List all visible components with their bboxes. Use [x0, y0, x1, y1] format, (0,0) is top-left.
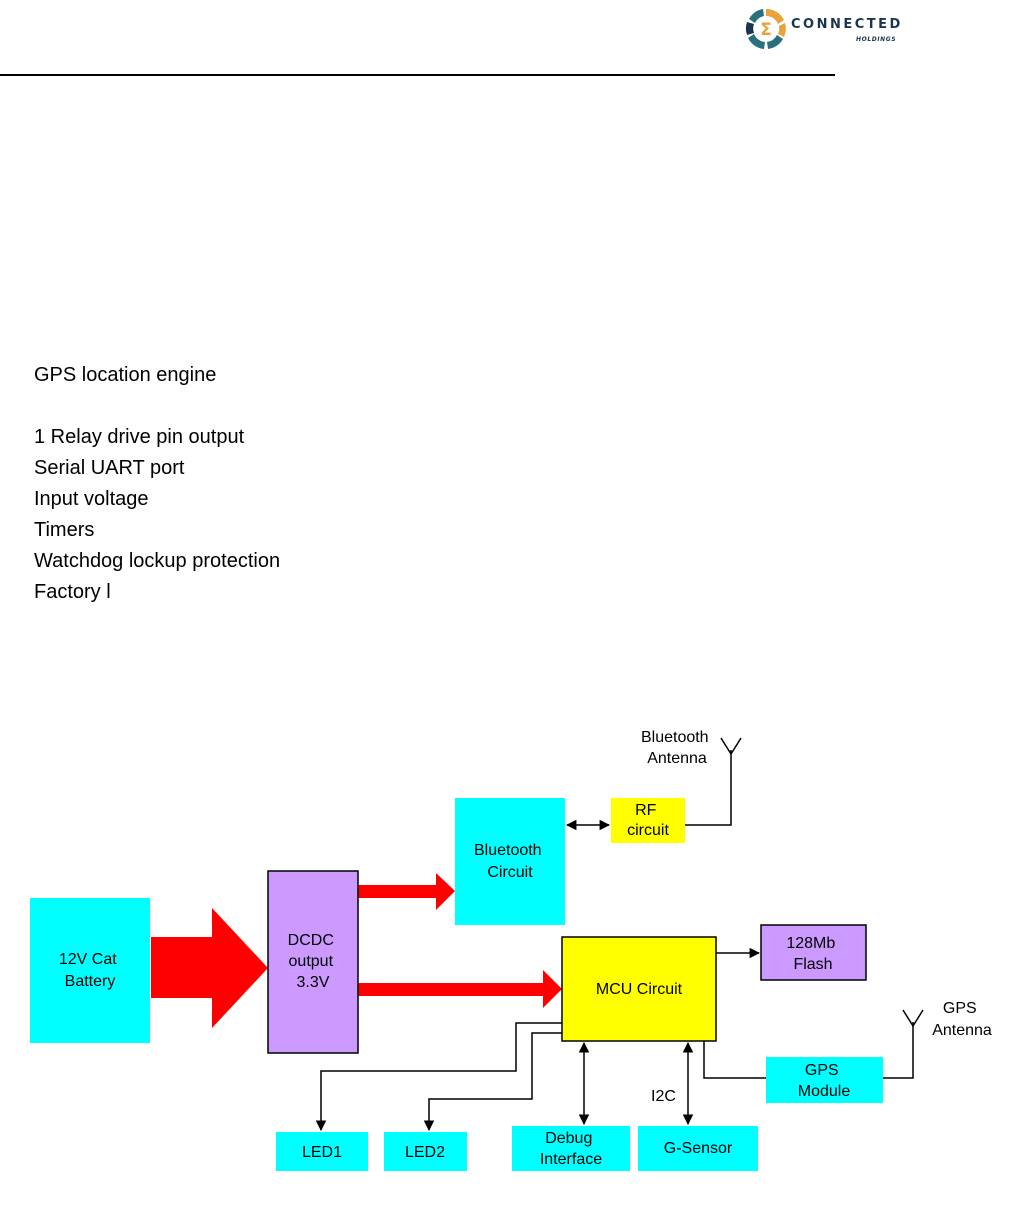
- g-sensor-block: [638, 1126, 758, 1171]
- mcu-led2-link: [423, 1032, 562, 1132]
- logo-subtitle: HOLDINGS: [856, 36, 897, 43]
- bluetooth-antenna-label: Bluetooth Antenna: [641, 729, 713, 767]
- rf-circuit-block: [611, 798, 685, 843]
- gps-antenna-label: GPS Antenna: [932, 1000, 992, 1039]
- feature-item: GPS location engine: [34, 364, 217, 386]
- power-arrow-battery-dcdc: [151, 908, 268, 1028]
- svg-text:Σ: Σ: [760, 20, 772, 40]
- bluetooth-circuit-label: Bluetooth Circuit: [474, 842, 546, 881]
- power-arrow-dcdc-bluetooth: [358, 873, 455, 910]
- mcu-gps-link: [703, 1041, 766, 1079]
- led1-block: [276, 1132, 368, 1171]
- power-arrow-dcdc-mcu: [358, 970, 562, 1008]
- rf-antenna-feed: [685, 750, 732, 826]
- bluetooth-antenna-icon: [720, 737, 742, 756]
- gps-module-block: [766, 1057, 883, 1103]
- debug-interface-block: [512, 1126, 630, 1171]
- feature-item: Factory l: [34, 581, 111, 603]
- feature-item: 1 Relay drive pin output: [34, 426, 245, 448]
- block-diagram: 12V Cat Battery DCDC output 3.3V Bluetoo…: [30, 729, 992, 1171]
- feature-item: Input voltage: [34, 488, 149, 510]
- mcu-label: MCU Circuit: [596, 981, 683, 998]
- gps-antenna-feed: [883, 1022, 914, 1079]
- mcu-block: [561, 936, 717, 1042]
- dcdc-block: [267, 870, 359, 1054]
- bluetooth-circuit-block: [455, 798, 565, 925]
- gps-module-label: GPS Module: [798, 1062, 851, 1100]
- feature-list: GPS location engine 1 Relay drive pin ou…: [34, 360, 280, 608]
- led1-label: LED1: [302, 1144, 342, 1161]
- logo-wordmark: CONNECTED: [791, 17, 903, 32]
- battery-block: [30, 898, 150, 1043]
- flash-block: [760, 924, 867, 981]
- gps-antenna-icon: [902, 1009, 924, 1028]
- feature-item: Timers: [34, 519, 95, 541]
- rf-circuit-label: RF circuit: [627, 802, 669, 839]
- header-rule: [0, 74, 835, 76]
- flash-label: 128Mb Flash: [786, 935, 839, 973]
- led2-label: LED2: [405, 1144, 445, 1161]
- feature-item: Serial UART port: [34, 457, 185, 479]
- logo-ring-icon: Σ: [745, 8, 786, 49]
- led2-block: [384, 1132, 467, 1171]
- mcu-led1-link: [315, 1022, 562, 1132]
- feature-item: Watchdog lockup protection: [34, 550, 281, 572]
- i2c-label: I2C: [651, 1088, 676, 1105]
- g-sensor-label: G-Sensor: [664, 1140, 733, 1157]
- debug-interface-label: Debug Interface: [540, 1130, 602, 1168]
- dcdc-label: DCDC output 3.3V: [288, 932, 339, 991]
- battery-label: 12V Cat Battery: [59, 951, 121, 990]
- connected-holdings-logo: Σ CONNECTED HOLDINGS: [743, 6, 913, 52]
